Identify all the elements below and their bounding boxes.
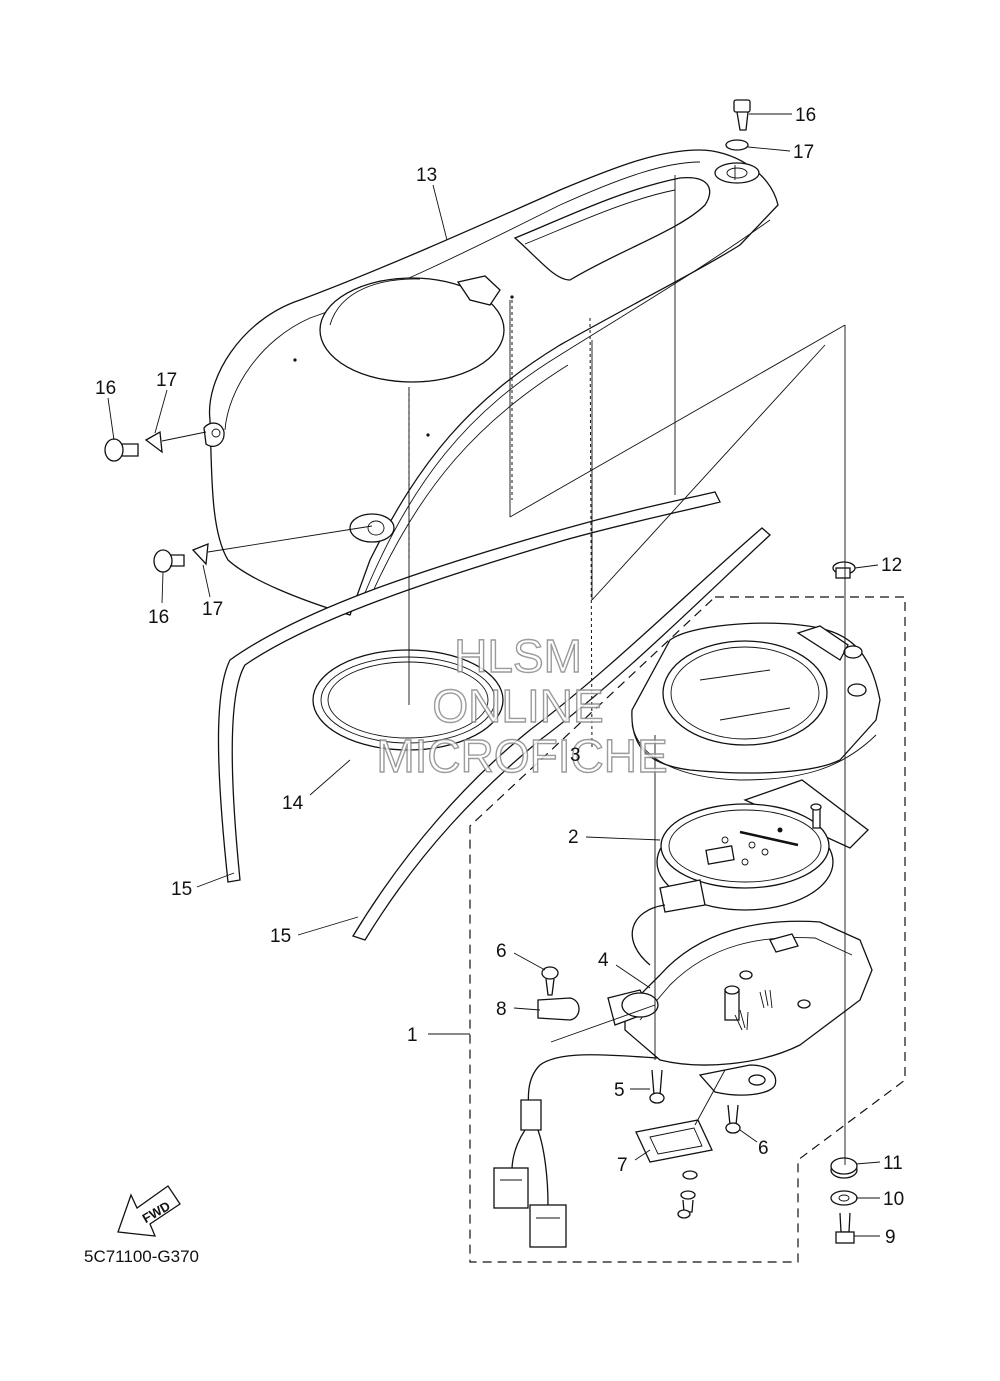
callout-14: 14 [282,793,304,814]
callout-10: 10 [883,1189,904,1210]
callout-3: 3 [570,745,581,766]
assembly-outline [469,596,906,1263]
watermark-line2: ONLINE [432,680,603,732]
washer-17-left-upper [144,430,163,454]
bolt-9 [835,1212,855,1244]
lens-ring [312,649,504,751]
wire-harness [493,904,666,1248]
meter-case-bottom [607,920,873,1096]
clamp-8 [537,997,580,1021]
callout-6-upper: 6 [496,941,507,962]
callout-16-left-lower: 16 [148,607,169,628]
callout-9: 9 [885,1227,896,1248]
callout-labels: 13 16 17 16 17 16 17 12 3 14 2 15 15 6 4… [95,105,904,1248]
callout-17-left-lower: 17 [202,599,223,620]
callout-leaders [107,113,881,1237]
screw-16-top [733,99,751,131]
grommet-12 [832,561,856,579]
meter-case-top [631,622,881,781]
screw-6-lower [725,1104,741,1134]
callout-5: 5 [614,1080,625,1101]
watermark-line3: MICROFICHE [376,730,667,782]
diagram-code: 5C71100-G370 [84,1247,199,1266]
fwd-arrow: FWD [117,1185,181,1237]
callout-7: 7 [617,1155,628,1176]
screw-16-left-upper [104,438,139,462]
meter-cover [203,149,779,616]
screw-6-upper [541,966,559,996]
callout-16-top: 16 [795,105,816,126]
callout-17-top: 17 [793,142,814,163]
callout-13: 13 [416,165,437,186]
callout-1: 1 [407,1025,418,1046]
callout-4: 4 [598,950,609,971]
watermark-line1: HLSM [454,630,582,682]
bolt-washer-set-lower [677,1170,698,1219]
callout-12: 12 [881,555,902,576]
callout-15-right: 15 [270,926,291,947]
plate-7 [635,1119,713,1163]
callout-15-left: 15 [171,879,192,900]
cover-seal-strips [217,491,771,941]
callout-8: 8 [496,999,507,1020]
watermark: HLSM ONLINE MICROFICHE [376,629,669,782]
callout-6-lower: 6 [758,1138,769,1159]
callout-17-left-upper: 17 [156,370,177,391]
washer-10 [830,1190,858,1206]
assembly-guide-lines [161,165,846,1165]
callout-11: 11 [883,1153,903,1174]
callout-16-left-upper: 16 [95,378,116,399]
callout-2: 2 [568,827,579,848]
screw-16-left-lower [153,549,185,573]
washer-17-left-lower [191,542,209,566]
meter-unit [656,779,869,913]
washer-17-top [725,139,749,151]
screw-5 [649,1069,665,1104]
grommet-11 [830,1157,858,1179]
